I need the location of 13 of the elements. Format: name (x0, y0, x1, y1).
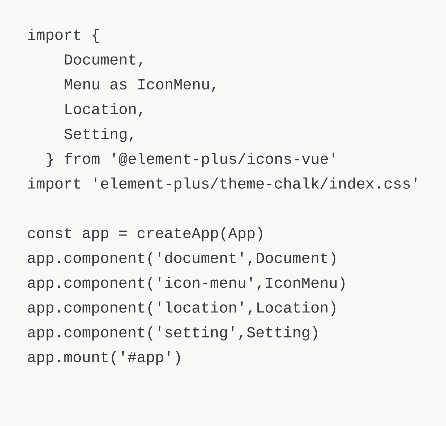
code-line: Document, (65, 54, 142, 68)
code-line: } from '@element-plus/icons-vue' (46, 152, 335, 168)
code-line: app.mount('#app') (28, 351, 180, 366)
code-line: const app = createApp(App) (28, 227, 262, 242)
code-line: import { (28, 28, 100, 44)
code-line: Setting, (64, 128, 134, 142)
code-line: app.component('document',Document) (28, 252, 336, 266)
code-line: Menu as IconMenu, (64, 80, 216, 92)
code-line: app.component('setting',Setting) (28, 326, 318, 341)
code-line: Location, (66, 103, 142, 118)
code-line: app.component('icon-menu',IconMenu) (28, 276, 345, 292)
code-line: app.component('location',Location) (28, 302, 336, 316)
code-line: import 'element-plus/theme-chalk/index.css' (28, 178, 417, 192)
